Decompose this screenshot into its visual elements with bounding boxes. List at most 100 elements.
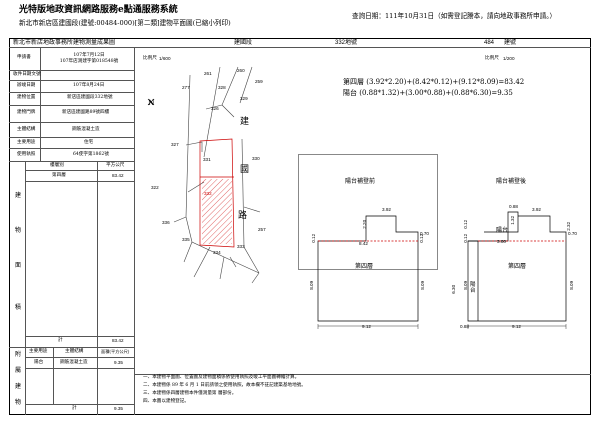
after-dim-mid: 3.00: [497, 239, 506, 244]
attached-vlabel-2: 屬: [15, 367, 22, 374]
before-room-label: 第四層: [355, 263, 374, 270]
after-dim-right-small: 0.70: [568, 231, 577, 236]
info-value-structure: 鋼筋混凝土造: [72, 127, 100, 132]
section-name: 建國段: [234, 38, 253, 46]
info-label-location: 建物位置: [17, 95, 36, 100]
after-dim-132: 1.32: [510, 215, 516, 225]
after-dim-top-left: 0.88: [509, 204, 518, 209]
info-value-usage: 住宅: [84, 140, 94, 145]
lot-322: 322: [151, 185, 159, 190]
info-label-complete: 辦竣日期: [17, 83, 36, 88]
survey-office: 新北市新店地政事務所建物測量成果圖: [13, 38, 116, 46]
plan-after-title: 陽台補登後: [496, 178, 527, 185]
after-dim-right-top: 2.32: [566, 221, 572, 231]
after-dim-left-small: 0.12: [463, 219, 469, 229]
attached-row-struct: 鋼筋混凝土造: [60, 360, 88, 365]
road-char-3: 路: [238, 211, 248, 221]
before-dim-top: 3.92: [382, 207, 391, 212]
after-dim-bottom-left: 0.88: [460, 324, 469, 329]
plan-before-drawing: [317, 215, 419, 329]
lot-328: 328: [218, 85, 226, 90]
after-dim-left-mid: 0.12: [463, 233, 469, 243]
attached-vlabel-1: 附: [15, 351, 22, 358]
main-vlabel-1: 建: [15, 192, 22, 199]
building-number: 484: [484, 39, 495, 46]
lot-259: 259: [255, 79, 263, 84]
attached-total-label: 計: [72, 406, 77, 411]
road-char-2: 國: [240, 165, 250, 175]
main-row-area: 83.42: [112, 173, 124, 178]
attached-header-use: 主要用途: [29, 349, 48, 354]
after-dim-right: 8.09: [569, 280, 575, 290]
main-total-label: 計: [58, 338, 63, 343]
info-label-license: 使用執照: [17, 152, 36, 157]
lot-329: 329: [240, 96, 248, 101]
attached-header-area: 面積(平方公尺): [101, 349, 130, 354]
attached-header-struct: 主體結構: [65, 349, 84, 354]
before-dim-right-top: 0.70: [420, 231, 429, 236]
scale-label-left: 比例尺: [143, 56, 157, 61]
after-dim-left2: 8.09: [463, 280, 469, 290]
lot-326: 326: [211, 106, 219, 111]
attached-vlabel-3: 建: [15, 383, 22, 390]
attached-row-use: 陽台: [34, 360, 44, 365]
after-room-label: 第四層: [508, 263, 527, 270]
before-dim-right: 8.09: [420, 280, 426, 290]
location-map: [147, 66, 261, 284]
scale-value-left: 1/600: [159, 56, 171, 61]
attached-total-area: 9.35: [114, 406, 123, 411]
query-date: 查詢日期：111年10月31日（如需登記謄本，請向地政事務所申請。）: [352, 12, 557, 20]
info-value-address: 新店區建國路89號四樓: [62, 110, 110, 115]
lot-330: 330: [252, 156, 260, 161]
page-title: 光特版地政資訊網路服務e點通服務系統: [19, 5, 178, 15]
info-value-license: 64使字第1862號: [73, 152, 109, 157]
note-4: 四、本圖以建物登記。: [143, 399, 189, 404]
lot-332: 332: [204, 191, 212, 196]
lot-334: 334: [213, 250, 221, 255]
document-frame: [9, 38, 591, 415]
note-2: 二、本建物係 89 年 6 月 1 日前請領之使用執照，故本欄不註記建築基地地號…: [143, 383, 306, 388]
before-dim-bottom: 9.12: [362, 324, 371, 329]
main-vlabel-3: 面: [15, 262, 22, 269]
lot-333: 333: [237, 244, 245, 249]
formula-balcony: 陽台 (0.88*1.32)+(3.00*0.88)+(0.88*6.30)=9…: [343, 89, 513, 97]
before-dim-right-small: 0.12: [419, 233, 425, 243]
info-value-location: 新店區建國段332地號: [67, 95, 113, 100]
before-dim-mid: 8.42: [359, 241, 368, 246]
plan-after-drawing: [467, 211, 567, 329]
lot-336: 336: [162, 220, 170, 225]
info-value-complete: 107年8月24日: [73, 83, 105, 88]
north-arrow: N: [148, 98, 155, 107]
lot-257: 257: [258, 227, 266, 232]
attached-row-area: 9.35: [114, 360, 123, 365]
info-value-application: 107年7月12日 107年店測建字第018548號: [59, 53, 119, 64]
main-header-floor: 樓層別: [50, 163, 64, 168]
scale-label-right: 比例尺: [485, 56, 499, 61]
note-1: 一、本建物平面圖、位置圖及建物面積係依使用執照及竣工平面圖轉繪計算。: [143, 375, 300, 380]
page-subtitle: 新北市新店區建國段(建號:00484-000)[第二類]建物平面圖(已縮小列印): [19, 19, 231, 27]
after-dim-bottom: 9.12: [512, 324, 521, 329]
after-dim-top: 3.92: [532, 207, 541, 212]
lot-335: 335: [182, 237, 190, 242]
lot-260: 260: [237, 68, 245, 73]
before-dim-left-top: 2.20: [362, 219, 368, 229]
lot-327: 327: [171, 142, 179, 147]
scale-value-right: 1/200: [503, 56, 515, 61]
main-total-area: 83.42: [112, 338, 124, 343]
after-dim-left: 6.30: [451, 284, 457, 294]
main-row-floor: 第四層: [52, 173, 66, 178]
info-label-application: 申請書: [17, 55, 31, 60]
after-balcony-side-label: 陽台: [470, 282, 476, 295]
before-dim-left: 8.09: [309, 280, 315, 290]
info-label-receipt: 收件日期文號: [13, 72, 41, 77]
plan-before-title: 陽台補登前: [345, 178, 376, 185]
info-label-address: 建物門牌: [17, 110, 36, 115]
attached-vlabel-4: 物: [15, 399, 22, 406]
road-char-1: 建: [240, 117, 250, 127]
after-balcony-top-label: 陽台: [496, 227, 509, 234]
main-vlabel-2: 物: [15, 227, 22, 234]
lot-261: 261: [204, 71, 212, 76]
info-label-structure: 主體結構: [17, 127, 36, 132]
formula-floor4: 第四層 (3.92*2.20)+(8.42*0.12)+(9.12*8.09)=…: [343, 78, 525, 86]
info-label-usage: 主要用途: [17, 140, 36, 145]
